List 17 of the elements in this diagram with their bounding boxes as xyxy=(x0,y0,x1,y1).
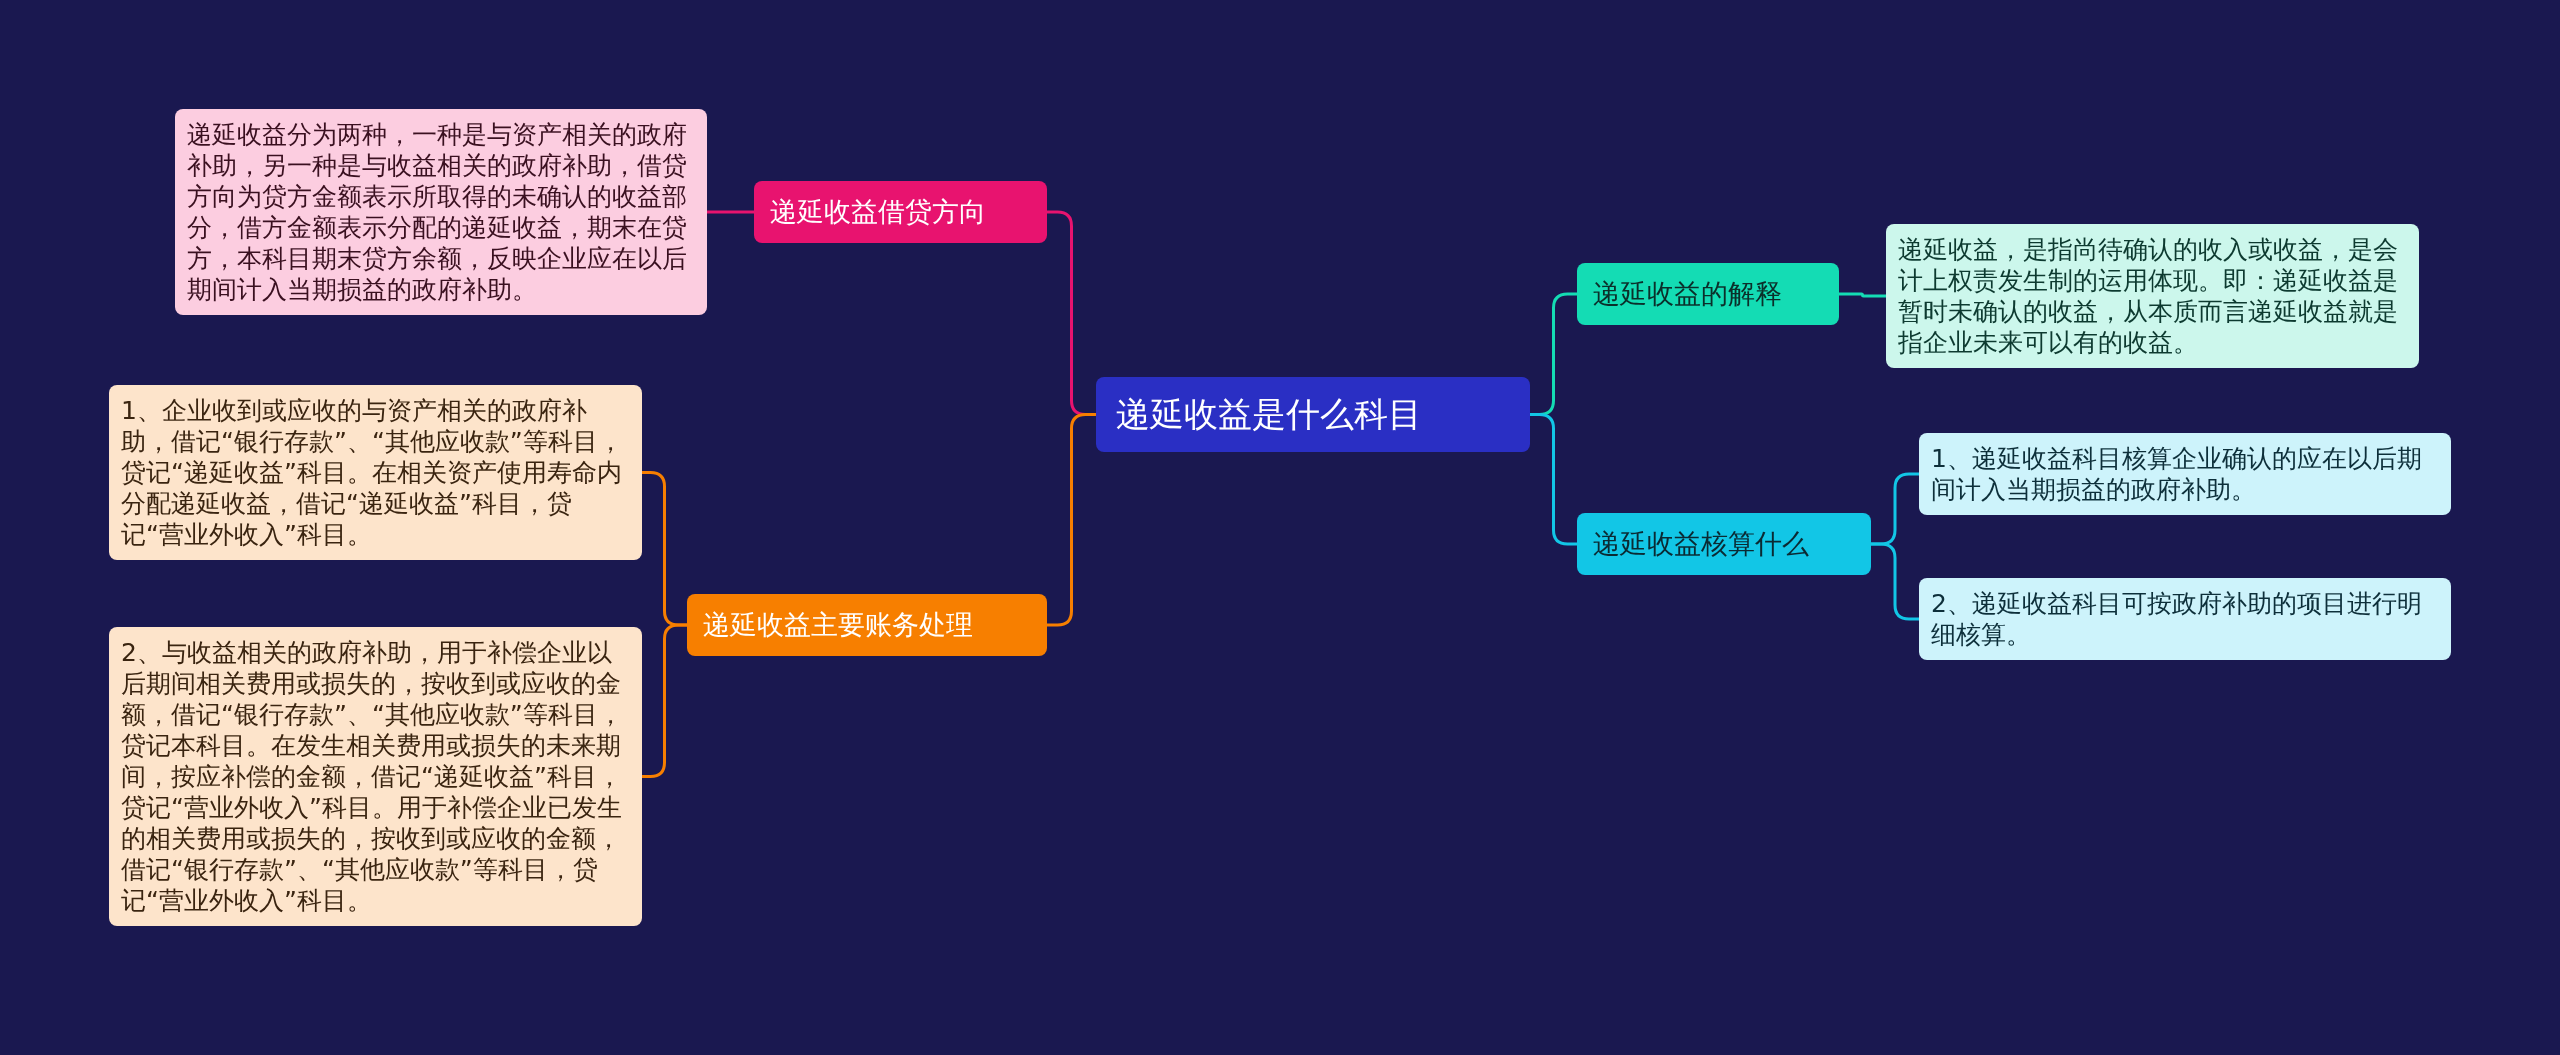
connector xyxy=(1871,542,1919,621)
connector xyxy=(642,623,687,778)
note-card: 2、与收益相关的政府补助，用于补偿企业以后期间相关费用或损失的，按收到或应收的金额，借记“银行存款”、“其他应收款”等科目，贷记本科目。在发生相关费用或损失的未来期间，按应补偿的金额，借记“递延收益”科目，贷记“营业外收入”科目。用于补偿企业已发生的相关费用或损失的，按收到或应收的金额，借记“银行存款”、“其他应收款”等科目，贷记“营业外收入”科目。 xyxy=(109,627,642,926)
connector xyxy=(1839,292,1886,298)
branch-topic: 递延收益主要账务处理 xyxy=(687,594,1047,656)
note-card: 递延收益分为两种，一种是与资产相关的政府补助，另一种是与收益相关的政府补助，借贷方向为贷方金额表示所取得的未确认的收益部分，借方金额表示分配的递延收益，期末在贷方，本科目期末贷方余额，反映企业应在以后期间计入当期损益的政府补助。 xyxy=(175,109,707,315)
branch-topic: 递延收益核算什么 xyxy=(1577,513,1871,575)
connector xyxy=(1047,413,1096,627)
connector xyxy=(1530,413,1577,546)
branch-topic: 递延收益借贷方向 xyxy=(754,181,1047,243)
note-card: 1、递延收益科目核算企业确认的应在以后期间计入当期损益的政府补助。 xyxy=(1919,433,2451,515)
note-card: 递延收益，是指尚待确认的收入或收益，是会计上权责发生制的运用体现。即：递延收益是暂时未确认的收益，从本质而言递延收益就是指企业未来可以有的收益。 xyxy=(1886,224,2419,368)
branch-topic: 递延收益的解释 xyxy=(1577,263,1839,325)
note-card: 2、递延收益科目可按政府补助的项目进行明细核算。 xyxy=(1919,578,2451,660)
note-card: 1、企业收到或应收的与资产相关的政府补助，借记“银行存款”、“其他应收款”等科目，贷记“递延收益”科目。在相关资产使用寿命内分配递延收益，借记“递延收益”科目，贷记“营业外收入”科目。 xyxy=(109,385,642,560)
connector xyxy=(707,210,754,214)
central-topic: 递延收益是什么科目 xyxy=(1096,377,1530,452)
